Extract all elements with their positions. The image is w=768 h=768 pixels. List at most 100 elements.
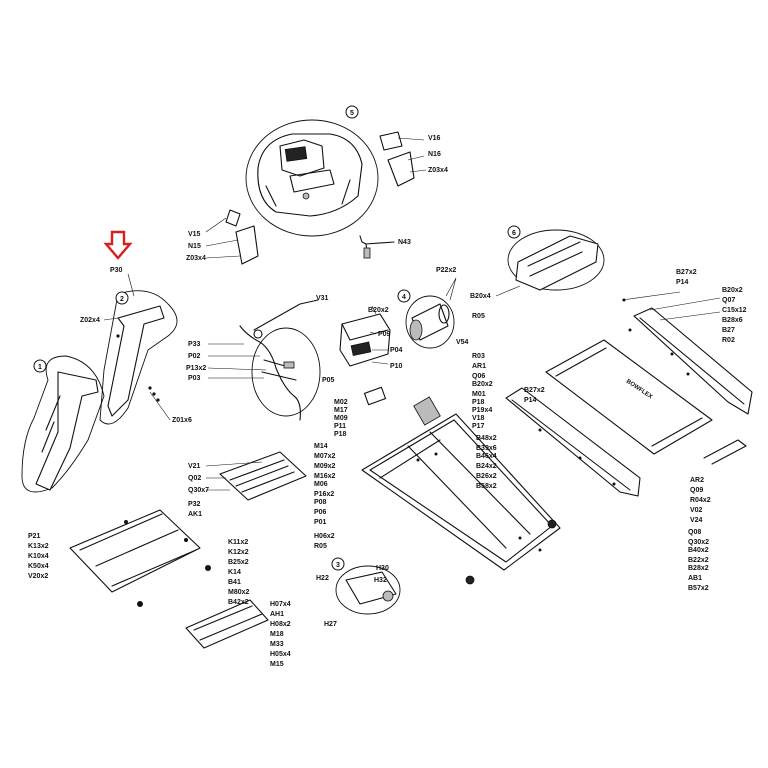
callout-label: Q02 — [188, 475, 201, 482]
callout-label: K10x4 — [28, 553, 49, 560]
callout-label: B27x2 — [676, 269, 697, 276]
callout-label: K50x4 — [28, 563, 49, 570]
callout-label: B27 — [722, 327, 735, 334]
callout-label: M16x2 — [314, 473, 336, 480]
callout-label: B42x2 — [228, 599, 249, 606]
callout-label: P05 — [322, 377, 335, 384]
callout-label: P09 — [378, 331, 391, 338]
callout-label: V18 — [472, 415, 485, 422]
console-screen — [284, 146, 308, 162]
upright-1-tube — [35, 371, 99, 491]
callout-label: K13x2 — [28, 543, 49, 550]
callout-label: H27 — [324, 621, 337, 628]
callout-label: B25x2 — [228, 559, 249, 566]
callout-label: Q09 — [690, 487, 703, 494]
callout-label: M80x2 — [228, 589, 250, 596]
callout-label: M17 — [334, 407, 348, 414]
callout-label: R02 — [722, 337, 735, 344]
upright-2-cloud — [99, 290, 178, 425]
callout-label: V02 — [690, 507, 703, 514]
subassembly-numbers: 1 2 3 4 5 6 — [38, 110, 516, 569]
callout-label: P04 — [390, 347, 403, 354]
callout-label: N43 — [398, 239, 411, 246]
upright-2-tube — [107, 305, 165, 417]
bubble-number-5: 5 — [350, 110, 354, 117]
callout-label: P01 — [314, 519, 327, 526]
callout-label: AR2 — [690, 477, 704, 484]
callout-label: P16x2 — [314, 491, 334, 498]
callout-label: P08 — [314, 499, 327, 506]
callout-label: B48x2 — [476, 435, 497, 442]
callout-label: M01 — [472, 391, 486, 398]
callout-label: P06 — [314, 509, 327, 516]
right-side-rail — [621, 291, 753, 415]
callout-label: Z02x4 — [80, 317, 100, 324]
motor-hood-6 — [495, 225, 605, 297]
callout-label: P10 — [390, 363, 403, 370]
callout-label: Z03x4 — [428, 167, 448, 174]
callout-label: R04x2 — [690, 497, 711, 504]
callout-label: P19x4 — [472, 407, 492, 414]
rear-leg-tube — [703, 439, 747, 465]
console-cloud — [245, 119, 379, 237]
callout-label: R05 — [314, 543, 327, 550]
callout-label: M33 — [270, 641, 284, 648]
callout-label: B20x2 — [722, 287, 743, 294]
callout-label: V31 — [316, 295, 329, 302]
callout-label: P11 — [334, 423, 346, 430]
callout-label: B28x6 — [722, 317, 743, 324]
drive-motor-4 — [397, 277, 457, 349]
callout-label: H30 — [376, 565, 389, 572]
callout-label: M09x2 — [314, 463, 336, 470]
callout-label: R03 — [472, 353, 485, 360]
callout-label: Q08 — [688, 529, 701, 536]
bubble-number-1: 1 — [38, 364, 42, 371]
subassembly-1-bubble — [33, 359, 47, 373]
subassembly-4-bubble — [397, 289, 411, 303]
callout-label: P18 — [472, 399, 485, 406]
control-board-small — [363, 386, 441, 426]
callout-label: B26x2 — [476, 473, 497, 480]
bubble-number-4: 4 — [402, 294, 406, 301]
upright-1-cloud — [21, 355, 105, 493]
callout-label: B58x2 — [476, 483, 497, 490]
callout-label: B20x2 — [368, 307, 389, 314]
subassembly-5-bubble — [345, 105, 359, 119]
callout-label: K12x2 — [228, 549, 249, 556]
callout-label: P30 — [110, 267, 123, 274]
callout-label: AH1 — [270, 611, 284, 618]
callout-label: V54 — [456, 339, 469, 346]
callout-label: P14 — [524, 397, 537, 404]
console-handles — [265, 179, 351, 207]
callout-label: M14 — [314, 443, 328, 450]
console-knob — [302, 192, 310, 200]
callout-label: P03 — [188, 375, 201, 382]
electronics-tray — [205, 451, 307, 501]
callout-label: B20x2 — [472, 381, 493, 388]
callout-label: V21 — [188, 463, 201, 470]
callout-label: Q07 — [722, 297, 735, 304]
callout-label: B28x2 — [688, 565, 709, 572]
callout-label: P17 — [472, 423, 485, 430]
callout-label: H08x2 — [270, 621, 291, 628]
bubble-number-2: 2 — [120, 296, 124, 303]
left-side-rail — [505, 387, 641, 497]
callout-label: P22x2 — [436, 267, 456, 274]
console-side-cover-right — [379, 131, 427, 187]
callout-label: K14 — [228, 569, 241, 576]
callout-label: Q30x7 — [188, 487, 209, 494]
callout-label: M02 — [334, 399, 348, 406]
callout-label: Z03x4 — [186, 255, 206, 262]
callout-label: B46x4 — [476, 453, 497, 460]
callout-label: B57x2 — [688, 585, 709, 592]
callout-label: K11x2 — [228, 539, 248, 546]
callout-label: AK1 — [188, 511, 202, 518]
subassembly-6-bubble — [507, 225, 521, 239]
upright-left-assembly-1 — [21, 355, 105, 493]
callout-label: P21 — [28, 533, 41, 540]
callout-labels: V16 N16 Z03x4 V15 N15 Z03x4 N43 P30 Z02x… — [28, 135, 747, 668]
callout-label: B40x2 — [688, 547, 709, 554]
callout-label: B27x2 — [524, 387, 545, 394]
bubble-number-3: 3 — [336, 562, 340, 569]
